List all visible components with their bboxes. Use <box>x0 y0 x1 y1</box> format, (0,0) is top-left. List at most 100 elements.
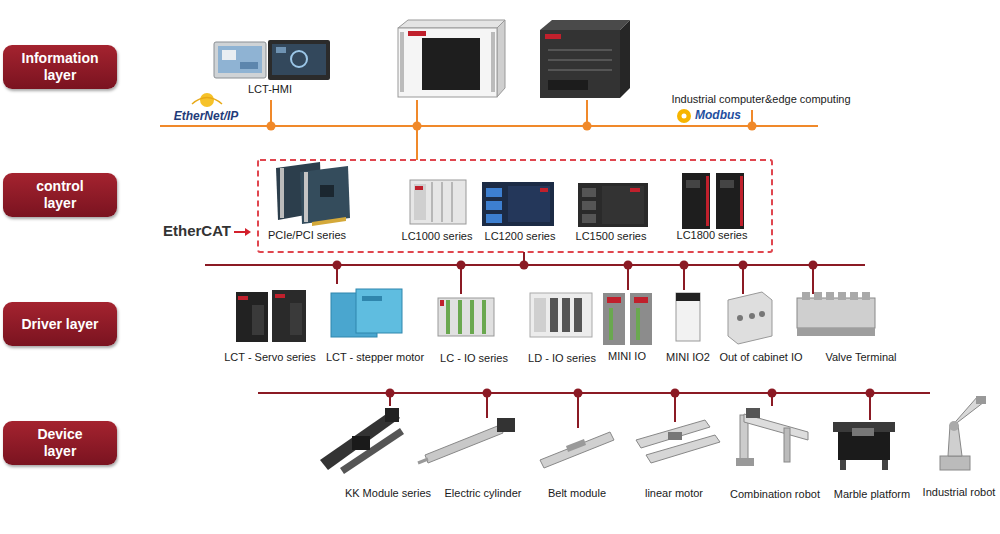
product-caption: PCIe/PCI series <box>268 229 346 242</box>
pcie-card <box>312 217 346 226</box>
lc1000-controller <box>442 182 443 222</box>
marble-platform <box>833 422 895 470</box>
valve-terminal <box>797 298 875 328</box>
belt-module <box>540 432 614 468</box>
out-of-cabinet-io <box>728 292 772 344</box>
lc1500-controller <box>582 188 596 197</box>
kk-module <box>385 408 399 422</box>
device-bus <box>671 389 680 398</box>
lc1000-controller <box>410 180 466 224</box>
lc-io-module <box>470 300 474 334</box>
product-caption: KK Module series <box>345 487 431 500</box>
lc1000-controller <box>452 182 453 222</box>
edge-computer <box>548 59 612 61</box>
ethercat-bus <box>739 261 748 270</box>
ethercat-bus <box>205 264 865 266</box>
lc1800-controller <box>716 173 744 229</box>
rack-computer <box>497 20 505 97</box>
valve-terminal <box>826 292 834 300</box>
lc1800-controller <box>682 173 710 229</box>
ethernet-bus <box>748 122 757 131</box>
ld-io-module <box>550 298 558 332</box>
stepper-drive <box>362 296 382 301</box>
device-bus <box>483 389 492 398</box>
combination-robot <box>736 408 808 466</box>
rack-computer <box>408 31 426 36</box>
servo-drive <box>275 294 285 298</box>
stepper-drive <box>331 289 402 337</box>
product-caption: linear motor <box>645 487 703 500</box>
combination-robot <box>784 428 790 462</box>
lc1000-controller <box>432 182 433 222</box>
servo-drive <box>236 290 306 342</box>
layer-box: Device layer <box>3 421 117 465</box>
ethercat-bus <box>520 261 529 270</box>
layer-box: control layer <box>3 173 117 217</box>
lc1800-controller <box>686 180 700 188</box>
industrial-robot <box>949 421 959 431</box>
product-caption: LC1200 series <box>485 230 556 243</box>
ethercat-bus <box>809 261 818 270</box>
edge-computer <box>545 34 561 39</box>
protocol-logo: Modbus <box>695 109 741 123</box>
edge-computer <box>548 69 612 71</box>
lc1000-controller <box>410 180 466 224</box>
edge-computer <box>540 30 620 98</box>
valve-terminal <box>797 292 875 336</box>
pcie-card <box>280 168 284 218</box>
ld-io-module <box>562 298 570 332</box>
lc1500-controller <box>630 188 640 192</box>
lc-io-module <box>482 300 486 334</box>
modbus-gear <box>682 114 687 119</box>
mini-io-module <box>609 308 613 340</box>
belt-module <box>566 439 586 452</box>
hmi-panel <box>218 46 262 73</box>
out-of-cabinet-io <box>728 292 772 344</box>
lc1200-controller <box>486 214 502 223</box>
lc1200-controller <box>482 182 554 226</box>
ethernet-ip-sun <box>192 93 222 107</box>
hmi-panel <box>214 40 330 80</box>
product-caption: Valve Terminal <box>825 351 896 364</box>
mini-io2-module <box>676 293 700 341</box>
ld-io-module <box>574 298 582 332</box>
device-bus <box>577 393 579 428</box>
pcie-card <box>300 166 350 224</box>
layer-title: Device layer <box>25 426 95 460</box>
lc1500-controller <box>582 214 596 223</box>
product-caption: MINI IO <box>608 350 646 363</box>
marble-platform <box>838 432 890 460</box>
mini-io-module <box>603 293 652 345</box>
mini-io-module <box>630 293 652 345</box>
lc-io-module <box>440 300 444 306</box>
hmi-panel <box>276 47 286 53</box>
ld-io-module <box>530 293 592 337</box>
product-caption: LCT - Servo series <box>224 351 316 364</box>
lc1500-controller <box>602 186 644 224</box>
lc-io-module <box>438 298 494 336</box>
mini-io2-module <box>676 293 700 301</box>
kk-module <box>352 436 370 450</box>
controller-group-outline <box>258 160 772 252</box>
servo-drive <box>236 292 268 342</box>
kk-module <box>320 408 404 474</box>
product-caption: LC1000 series <box>402 230 473 243</box>
linear-motor <box>636 420 720 463</box>
layer-box: Driver layer <box>3 302 117 346</box>
pcie-card <box>276 162 350 226</box>
lc1800-controller <box>682 173 744 229</box>
mini-io-module <box>636 308 640 340</box>
device-bus <box>574 389 583 398</box>
linear-motor <box>668 432 682 440</box>
product-caption: LC - IO series <box>440 352 508 365</box>
lc-io-module <box>458 300 462 334</box>
mini-io-module <box>634 297 648 303</box>
servo-drive <box>252 305 264 335</box>
device-bus <box>258 389 930 429</box>
ethernet-bus <box>413 122 422 131</box>
out-of-cabinet-io <box>749 313 755 319</box>
lc1200-controller <box>508 186 550 222</box>
electric-cylinder <box>418 418 515 463</box>
marble-platform <box>840 460 846 470</box>
